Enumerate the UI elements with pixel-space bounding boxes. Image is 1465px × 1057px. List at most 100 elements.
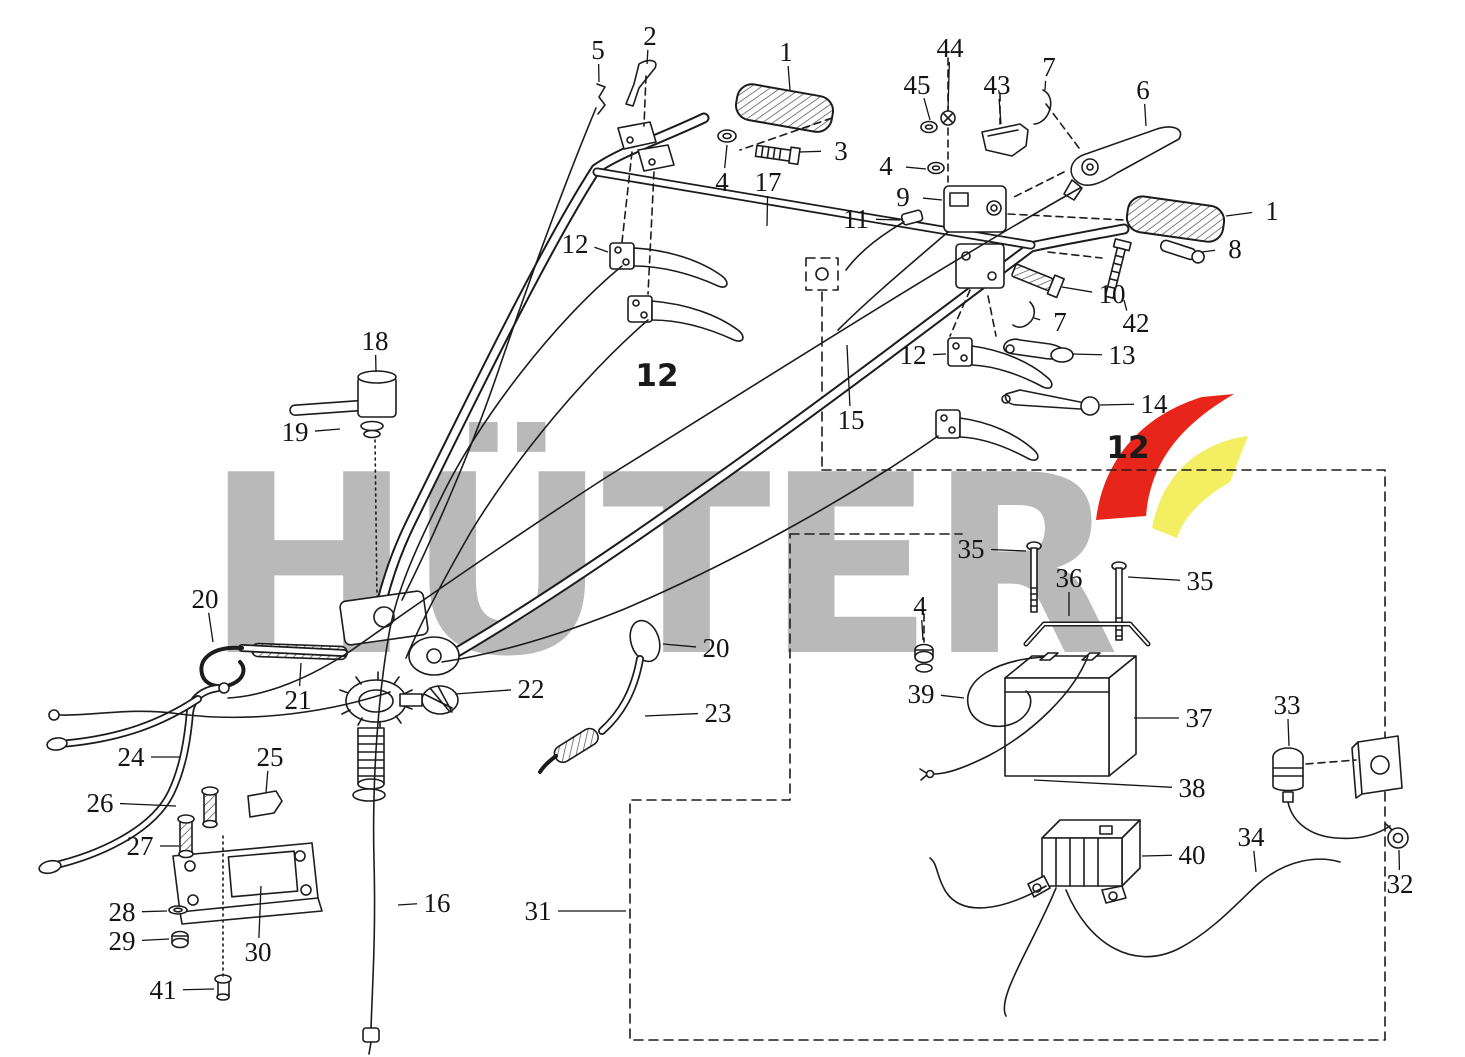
callout-leader-9 (922, 197, 943, 201)
logo-red-swoosh (1096, 394, 1234, 520)
callout-leader-19 (314, 428, 341, 432)
callout-25: 25 (257, 742, 284, 772)
callout-20: 20 (703, 633, 730, 663)
callout-8: 8 (1228, 234, 1242, 264)
callout-leader-28 (141, 910, 168, 913)
lever-14 (1001, 389, 1100, 416)
alignment-dotted-18 (374, 439, 378, 599)
callout-leader-35 (990, 548, 1027, 552)
callout-1: 1 (1265, 196, 1279, 226)
callout-13: 13 (1109, 340, 1136, 370)
callout-leader-13 (1071, 353, 1103, 356)
callout-bold-12: 12 (1106, 430, 1149, 466)
switch-bracket (1351, 735, 1403, 799)
bolt-44 (940, 110, 956, 126)
callout-leader-34 (1253, 850, 1257, 873)
brake-lever-12-right-a (947, 337, 1053, 389)
callout-34: 34 (1238, 822, 1266, 852)
callout-7: 7 (1053, 307, 1067, 337)
brake-lever-12-left-b (627, 295, 744, 342)
callout-4: 4 (715, 167, 729, 197)
callout-3: 3 (834, 136, 848, 166)
battery-bracket-36 (1023, 621, 1151, 647)
brake-lever-12-left-a (609, 242, 728, 288)
callout-31: 31 (525, 896, 552, 926)
pin-7-right (1012, 301, 1036, 328)
callout-11: 11 (843, 204, 869, 234)
callout-19: 19 (282, 417, 309, 447)
pin-7-top (1033, 89, 1052, 125)
wire-11 (845, 209, 924, 271)
callout-12: 12 (562, 229, 589, 259)
handlebar-left-tube (370, 112, 710, 634)
callout-1: 1 (779, 37, 793, 67)
callout-leader-4 (905, 166, 927, 170)
lever-2 (625, 59, 657, 107)
regulator-40 (1027, 819, 1141, 904)
callout-leader-42 (1123, 299, 1128, 311)
mounting-plate-30 (172, 842, 323, 925)
callout-28: 28 (109, 897, 136, 927)
washer-28 (168, 905, 188, 915)
callout-leader-7 (1033, 317, 1041, 321)
callout-9: 9 (896, 182, 910, 212)
callout-leader-21 (298, 662, 302, 687)
pin-8 (1159, 239, 1205, 264)
bolt-41 (214, 974, 232, 1001)
callout-20: 20 (192, 584, 219, 614)
callout-leader-15 (846, 344, 851, 407)
callout-leader-6 (1144, 103, 1147, 127)
gear-assembly-22 (339, 590, 460, 802)
nut-4-bottom (914, 643, 934, 673)
callout-leader-41 (182, 988, 215, 991)
callout-leader-39 (940, 694, 965, 699)
callout-29: 29 (109, 926, 136, 956)
callout-10: 10 (1099, 279, 1126, 309)
cable-from-housing (837, 231, 949, 331)
left-handle-grip-1 (734, 83, 835, 133)
callout-leader-1 (787, 65, 791, 91)
ignition-switch-33 (1272, 747, 1391, 840)
callout-leader-11 (875, 218, 901, 221)
handlebar-right-tube (446, 223, 1130, 661)
callout-18: 18 (362, 326, 389, 356)
shift-knob-20-right (629, 619, 661, 663)
callout-26: 26 (87, 788, 114, 818)
key-ring-32 (1385, 823, 1409, 849)
bolt-42 (1104, 238, 1132, 299)
cable-end-16 (362, 1027, 380, 1043)
right-handle-grip-1 (1125, 195, 1226, 243)
bolt-35-left (1026, 541, 1042, 613)
nut-29 (171, 930, 189, 949)
lever-13 (1003, 338, 1074, 363)
callout-14: 14 (1141, 389, 1169, 419)
cable-adjuster-5 (596, 83, 606, 115)
callout-leader-30 (258, 885, 262, 939)
callout-leader-35 (1127, 576, 1181, 581)
callout-bold-12: 12 (635, 358, 678, 394)
callout-leader-12 (594, 246, 609, 253)
washer-4-top (717, 129, 737, 143)
nuts-45 (920, 120, 945, 175)
callout-35: 35 (958, 534, 985, 564)
callout-43: 43 (984, 70, 1011, 100)
callout-32: 32 (1387, 869, 1414, 899)
huter-logo (1096, 394, 1248, 538)
callout-15: 15 (838, 405, 865, 435)
bolt-3 (754, 144, 801, 166)
callout-22: 22 (518, 674, 545, 704)
callout-leader-12 (932, 353, 947, 356)
callout-37: 37 (1186, 703, 1213, 733)
callout-leader-29 (141, 938, 170, 942)
callout-16: 16 (424, 888, 451, 918)
callout-40: 40 (1179, 840, 1206, 870)
callout-24: 24 (118, 742, 146, 772)
huter-watermark: HÜTER (205, 422, 1115, 711)
callout-leader-25 (265, 770, 269, 794)
callout-42: 42 (1123, 308, 1150, 338)
callout-38: 38 (1179, 773, 1206, 803)
control-cables (48, 107, 1081, 1055)
